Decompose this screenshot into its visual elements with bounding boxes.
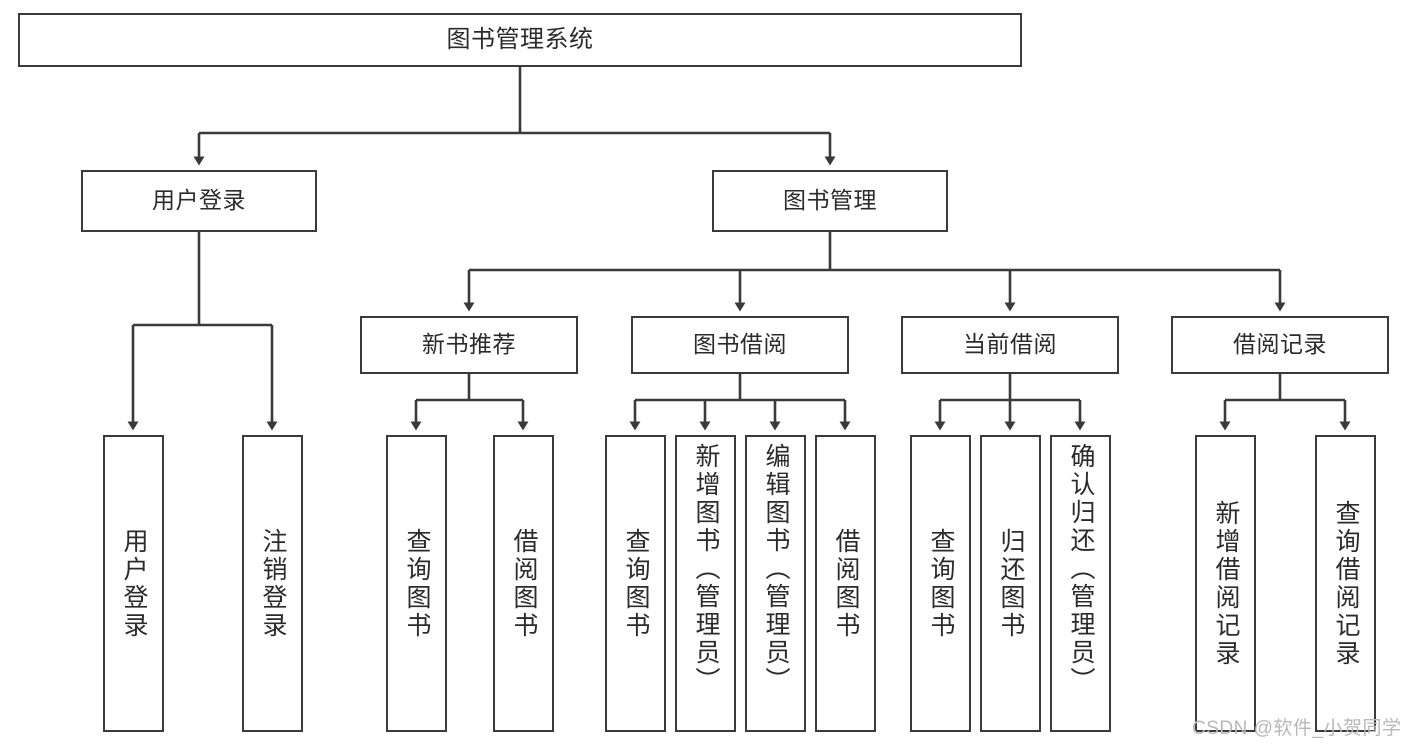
node-new-book-recommend[interactable]: 新书推荐 — [360, 316, 578, 374]
leaf-book-borrow-borrow[interactable]: 借阅图书 — [815, 435, 876, 732]
node-book-borrow[interactable]: 图书借阅 — [631, 316, 849, 374]
node-label: 查询图书 — [622, 527, 650, 640]
leaf-current-borrow-confirm[interactable]: 确认归还（管理员） — [1050, 435, 1111, 732]
leaf-borrow-record-query[interactable]: 查询借阅记录 — [1315, 435, 1376, 732]
node-label: 确认归还（管理员） — [1067, 443, 1095, 695]
node-label: 注销登录 — [259, 527, 287, 640]
node-label: 图书管理系统 — [446, 25, 594, 53]
node-current-borrow[interactable]: 当前借阅 — [901, 316, 1119, 374]
node-user-login[interactable]: 用户登录 — [81, 170, 317, 232]
node-borrow-record[interactable]: 借阅记录 — [1171, 316, 1389, 374]
node-book-management[interactable]: 图书管理 — [712, 170, 948, 232]
node-label: 借阅图书 — [832, 527, 860, 640]
node-label: 用户登录 — [120, 527, 148, 640]
node-label: 借阅记录 — [1233, 331, 1327, 358]
leaf-new-book-query[interactable]: 查询图书 — [386, 435, 447, 732]
leaf-book-borrow-add[interactable]: 新增图书（管理员） — [675, 435, 736, 732]
node-label: 归还图书 — [997, 527, 1025, 640]
node-root-system[interactable]: 图书管理系统 — [18, 13, 1022, 67]
node-label: 编辑图书（管理员） — [762, 443, 790, 695]
node-label: 当前借阅 — [963, 331, 1057, 358]
leaf-book-borrow-edit[interactable]: 编辑图书（管理员） — [745, 435, 806, 732]
node-label: 图书借阅 — [693, 331, 787, 358]
leaf-user-login-login[interactable]: 用户登录 — [103, 435, 164, 732]
node-label: 借阅图书 — [510, 527, 538, 640]
leaf-user-login-logout[interactable]: 注销登录 — [242, 435, 303, 732]
node-label: 查询图书 — [927, 527, 955, 640]
csdn-watermark: CSDN @软件_小贺同学 — [1192, 718, 1402, 739]
leaf-borrow-record-add[interactable]: 新增借阅记录 — [1195, 435, 1256, 732]
node-label: 图书管理 — [783, 187, 877, 214]
node-label: 新增图书（管理员） — [692, 443, 720, 695]
node-label: 用户登录 — [152, 187, 246, 214]
leaf-current-borrow-query[interactable]: 查询图书 — [910, 435, 971, 732]
node-label: 新增借阅记录 — [1212, 499, 1240, 668]
node-label: 查询图书 — [403, 527, 431, 640]
node-label: 查询借阅记录 — [1332, 499, 1360, 668]
leaf-book-borrow-query[interactable]: 查询图书 — [605, 435, 666, 732]
leaf-current-borrow-return[interactable]: 归还图书 — [980, 435, 1041, 732]
node-label: 新书推荐 — [422, 331, 516, 358]
leaf-new-book-borrow[interactable]: 借阅图书 — [493, 435, 554, 732]
